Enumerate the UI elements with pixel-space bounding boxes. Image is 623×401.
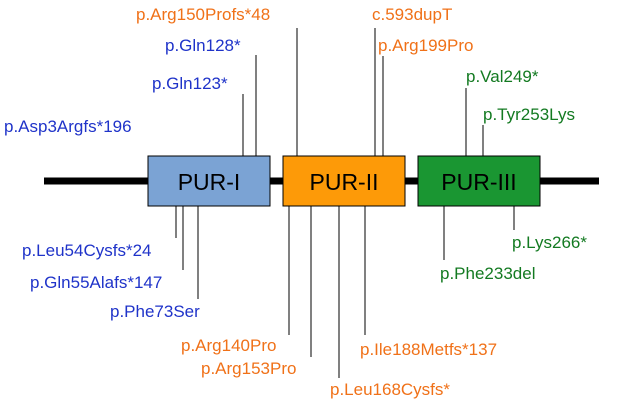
variant-label-leu54: p.Leu54Cysfs*24 [22,241,151,260]
variant-label-lys266: p.Lys266* [512,233,587,252]
variant-label-arg150: p.Arg150Profs*48 [136,5,270,24]
domain-label-pur3: PUR-III [441,169,516,195]
variant-label-phe73: p.Phe73Ser [110,302,200,321]
variant-label-val249: p.Val249* [466,67,539,86]
variant-label-ile188: p.Ile188Metfs*137 [360,340,497,359]
variant-label-tyr253: p.Tyr253Lys [483,105,575,124]
variant-label-leu168: p.Leu168Cysfs* [330,380,450,399]
domain-box-pur2 [282,155,406,207]
domain-box-pur1 [147,155,271,207]
leader-lines-below [175,206,515,378]
variant-label-asp3: p.Asp3Argfs*196 [4,117,132,136]
variant-label-phe233: p.Phe233del [440,264,535,283]
variant-label-arg199: p.Arg199Pro [378,36,473,55]
domain-box-pur3 [417,155,541,207]
variant-label-gln55: p.Gln55Alafs*147 [30,273,162,292]
variant-label-gln123: p.Gln123* [152,74,228,93]
variant-label-arg153: p.Arg153Pro [201,359,296,378]
variant-label-gln128: p.Gln128* [165,36,241,55]
variant-label-arg140: p.Arg140Pro [181,336,276,355]
leader-lines-above [242,28,484,156]
domain-label-pur2: PUR-II [310,169,379,195]
domain-label-pur1: PUR-I [178,169,241,195]
variant-label-c593: c.593dupT [372,5,452,24]
